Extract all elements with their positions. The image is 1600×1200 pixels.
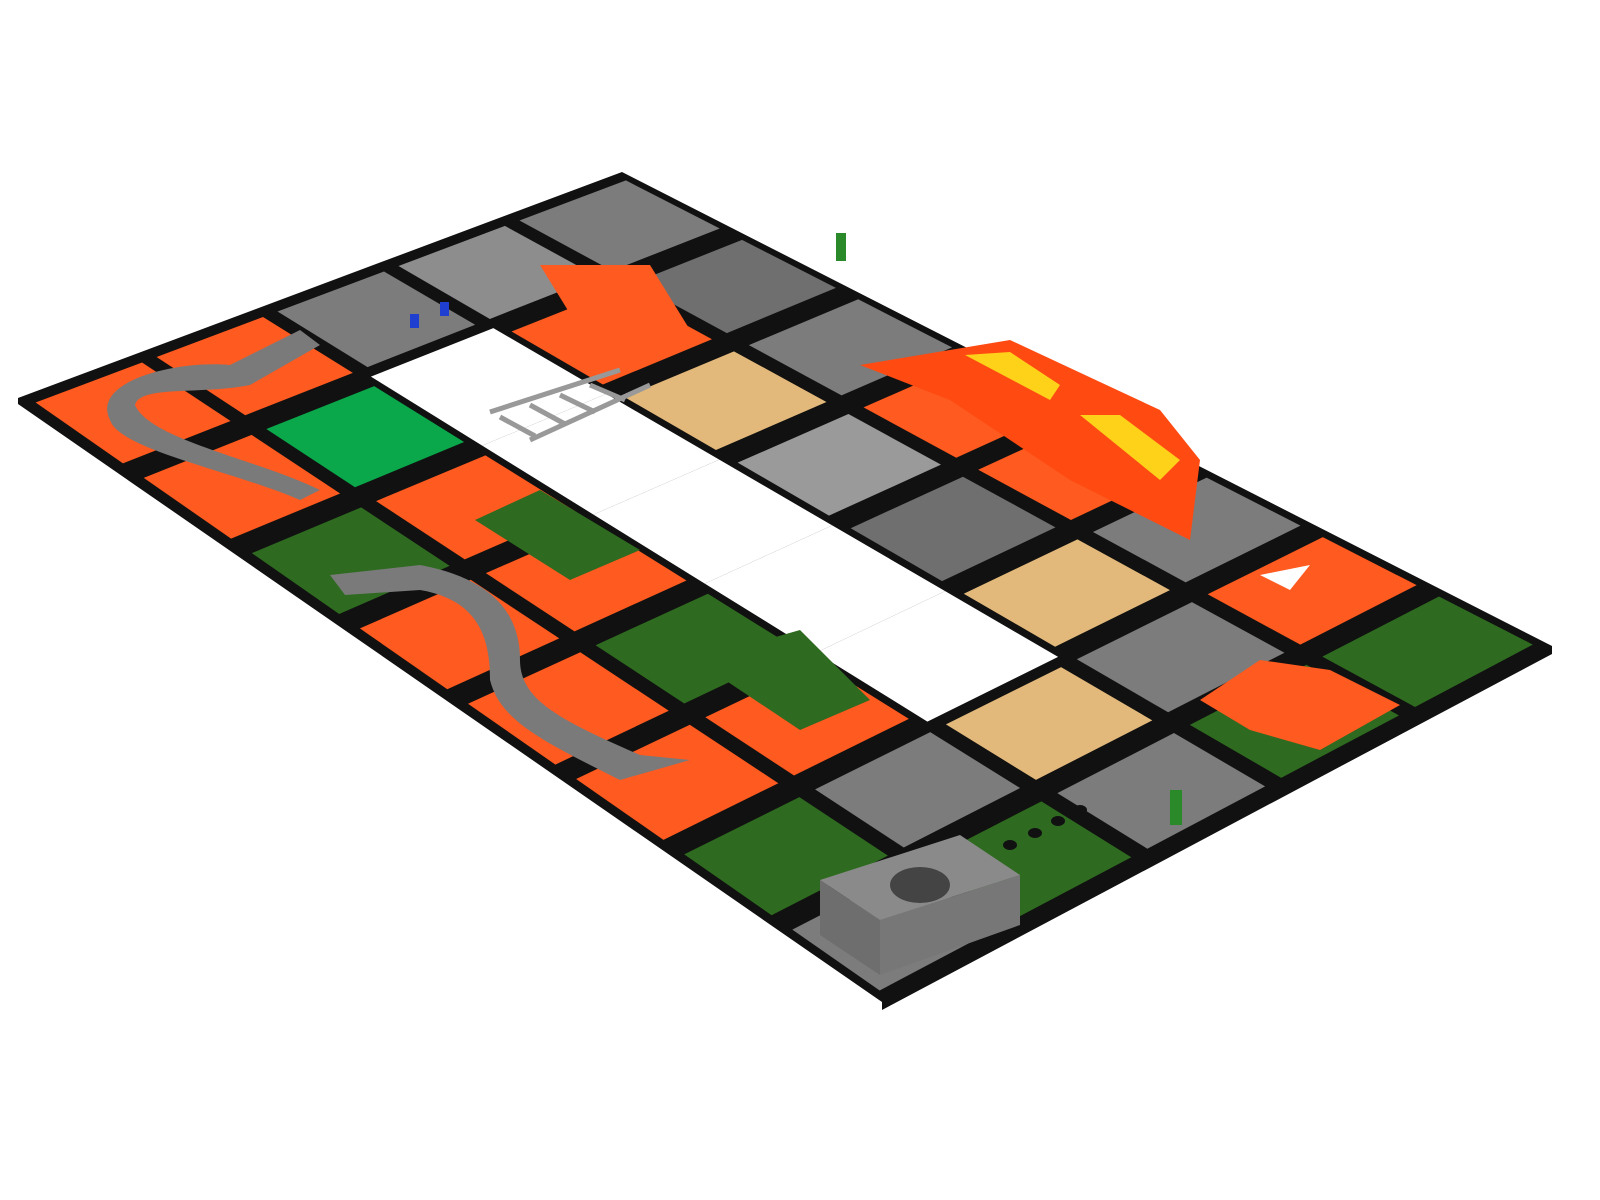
tile-scatter xyxy=(634,239,836,334)
field-props xyxy=(107,233,1400,975)
tile-gray xyxy=(748,299,953,396)
ramp-hill-1 xyxy=(475,490,640,580)
orange-plate xyxy=(540,265,690,330)
tile-gray xyxy=(1076,602,1285,713)
field-hole xyxy=(593,459,833,584)
field-hole xyxy=(704,525,946,653)
tile-gray xyxy=(1057,733,1266,849)
tile-cows_green xyxy=(266,386,465,488)
tile-grass xyxy=(684,797,888,916)
tile-orange xyxy=(576,724,779,840)
gray-box-front xyxy=(820,880,880,975)
holes-row xyxy=(1003,805,1087,850)
tile-gray xyxy=(277,271,476,368)
tile-sand xyxy=(624,351,827,451)
tree-icon xyxy=(836,233,846,261)
yellow-bumps-1 xyxy=(965,352,1060,400)
tile-sand xyxy=(963,539,1170,647)
tile-sand xyxy=(945,667,1153,780)
tile-orange xyxy=(359,579,560,690)
tile-gray xyxy=(1092,477,1301,583)
yellow-bumps-2 xyxy=(1080,415,1180,480)
stepped-pyramid xyxy=(1200,660,1400,750)
tile-mesh xyxy=(398,225,598,319)
tile-scatter xyxy=(850,476,1056,582)
tile-orange xyxy=(376,455,576,560)
road-lower xyxy=(330,565,690,780)
bottles xyxy=(410,302,449,328)
tile-grass xyxy=(1322,596,1533,707)
road-upper xyxy=(107,330,320,500)
gray-box-side xyxy=(880,875,1020,975)
tile-grid xyxy=(35,180,1533,991)
field-hole xyxy=(482,393,720,515)
ladder-bridge xyxy=(489,367,652,443)
tile-gray xyxy=(519,180,720,271)
tile-orange xyxy=(468,652,669,765)
tile-gray xyxy=(815,732,1021,848)
tile-gravel xyxy=(737,414,941,516)
tile-orange xyxy=(1207,537,1417,645)
tile-grass xyxy=(595,593,798,704)
box-hole xyxy=(890,867,950,903)
white-triangle xyxy=(1260,565,1310,590)
tree-icon xyxy=(1170,790,1182,825)
ramp-hill-2 xyxy=(695,630,870,730)
field-hole xyxy=(816,591,1059,722)
bridge-ramp xyxy=(860,340,1200,540)
